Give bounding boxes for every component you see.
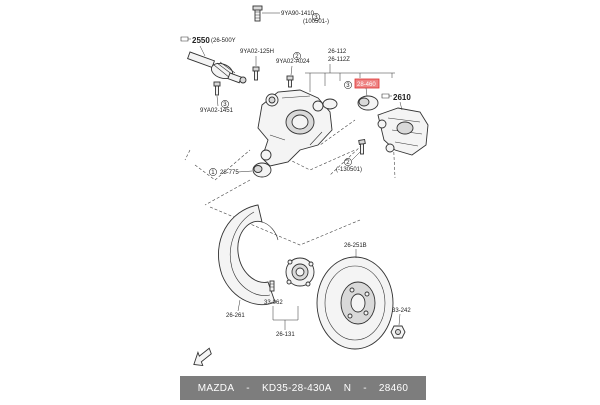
guide-line-knuckle	[269, 119, 356, 171]
drive-shaft-assembly	[187, 51, 247, 84]
label-9ya90-1410: 9YA90-1410	[281, 11, 315, 17]
bushing-28-460	[357, 87, 379, 111]
bolt-130501	[358, 138, 366, 155]
bolt-9ya02-a024	[286, 75, 294, 88]
label-100501: (100501-)	[303, 19, 329, 25]
callout-28-460: 28-460	[354, 78, 380, 89]
label-9ya02-125h: 9YA02-125H	[240, 49, 274, 55]
bolt-9ya02-125h	[252, 66, 260, 81]
label-33-242: 33-242	[392, 308, 411, 314]
label-26-261: 26-261	[226, 313, 245, 319]
label-26-112z: 26-112Z	[328, 57, 350, 63]
label-28-460: 28-460	[357, 82, 376, 88]
footer-part-number: KD35-28-430A	[261, 382, 332, 394]
label-circle-1: 1	[211, 170, 215, 176]
callout-circle-1	[209, 168, 217, 176]
brake-disc	[316, 256, 394, 350]
label-28-775: 28-775	[220, 170, 239, 176]
label-26-251b: 26-251B	[344, 243, 367, 249]
label-26-112: 26-112	[328, 49, 347, 55]
label-9ya02-a024: 9YA02-A024	[276, 59, 310, 65]
assembly-flag-icon-2610	[381, 93, 392, 99]
callout-circle-2b	[344, 158, 352, 166]
front-direction-arrow-icon	[193, 347, 212, 367]
label-26-131: 26-131	[276, 332, 295, 338]
bushing-28-775	[252, 162, 272, 178]
callout-circle-3c	[221, 100, 229, 108]
footer-brand: MAZDA	[197, 382, 235, 394]
footer-separator-2: -	[363, 382, 367, 394]
bolt-9ya02-1451	[213, 81, 221, 96]
guide-line-bolt	[329, 144, 363, 176]
callout-9ya90-1410: 9YA90-1410 3 (100501-)	[262, 11, 329, 25]
label-circle-3c: 3	[223, 102, 227, 108]
label-33-062: 33-062	[264, 300, 283, 306]
wheel-hub-bearing	[285, 257, 315, 287]
assembly-flag-icon-2550	[180, 36, 191, 42]
callout-2550: 2550 (26-500Y	[180, 36, 236, 57]
footer-n-label: N	[343, 382, 352, 394]
highlight-28-460	[354, 78, 380, 89]
stud-bolt-top	[252, 5, 263, 22]
label-9ya02-1451: 9YA02-1451	[200, 108, 234, 114]
label-2610: 2610	[393, 93, 411, 102]
callout-circle-2a	[293, 52, 301, 60]
label-circle-2b: 2	[346, 160, 350, 166]
label-2550: 2550	[192, 36, 210, 45]
callout-2610: 2610	[381, 93, 411, 111]
callout-26-112: 26-112 26-112Z 3	[305, 49, 395, 92]
rear-knuckle	[257, 89, 333, 167]
label-circle-3b: 3	[346, 83, 350, 89]
hub-nut-33-242	[390, 325, 406, 339]
footer-separator: -	[246, 382, 250, 394]
hub-bolt-33-062	[269, 280, 275, 292]
brake-caliper	[377, 107, 429, 156]
footer-code: 28460	[378, 382, 409, 394]
part-number-banner: MAZDA - KD35-28-430A N - 28460	[180, 376, 426, 400]
dust-shield	[218, 204, 279, 306]
label-26-500y: (26-500Y	[211, 38, 236, 44]
guide-line-upper-left	[184, 149, 251, 181]
label-circle-2a: 2	[295, 54, 299, 60]
guide-line-bushing	[204, 179, 251, 206]
bushing-knuckle-upper	[322, 98, 338, 110]
label-130501: (-130501)	[336, 167, 362, 173]
label-circle-3a: 3	[314, 15, 318, 21]
